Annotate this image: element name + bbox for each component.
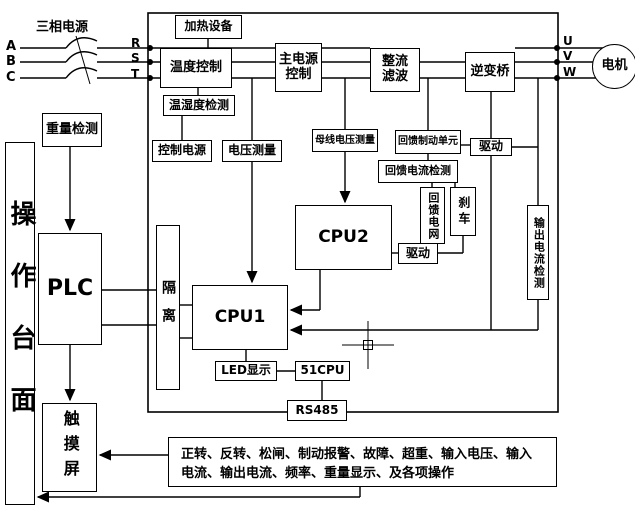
enclosure-border — [147, 12, 559, 413]
block-rs485: RS485 — [287, 400, 347, 421]
block-main-power-control: 主电源控制 — [275, 43, 322, 92]
block-control-power: 控制电源 — [152, 140, 212, 162]
block-cpu1: CPU1 — [192, 285, 288, 350]
label-phase-v: V — [563, 49, 573, 63]
block-output-current-detect: 输出电流检测 — [527, 205, 549, 300]
block-inverter-bridge: 逆变桥 — [465, 52, 515, 92]
status-text-line1: 正转、反转、松闸、制动报警、故障、超重、输入电压、输入 — [181, 447, 533, 462]
block-rectifier-filter: 整流滤波 — [370, 48, 420, 92]
block-feedback-current-detect: 回馈电流检测 — [378, 160, 458, 183]
block-bus-voltage-measure: 母线电压测量 — [312, 129, 378, 152]
block-regen-brake-unit: 回馈制动单元 — [395, 130, 461, 154]
flow-arrows — [36, 147, 538, 503]
motor-symbol: 电机 — [592, 44, 635, 89]
block-touchscreen: 触摸屏 — [42, 403, 97, 492]
three-phase-supply-label: 三相电源 — [36, 20, 89, 35]
block-cpu2: CPU2 — [295, 205, 392, 270]
block-51cpu: 51CPU — [295, 361, 350, 381]
label-phase-s: S — [131, 51, 140, 65]
connection-node-dots — [147, 45, 560, 81]
label-phase-w: W — [563, 65, 577, 79]
breaker-switch-symbol — [65, 35, 98, 85]
block-isolation: 隔离 — [156, 225, 180, 390]
block-heating-device: 加热设备 — [175, 15, 242, 39]
block-feedback-grid: 回馈电网 — [420, 187, 445, 244]
label-phase-b: B — [6, 54, 16, 69]
block-drive-top: 驱动 — [470, 138, 512, 156]
signal-lines — [100, 39, 539, 497]
block-led-display: LED显示 — [215, 361, 277, 381]
block-drive-lower: 驱动 — [398, 243, 438, 264]
block-temperature-control: 温度控制 — [160, 48, 232, 88]
block-plc: PLC — [38, 233, 102, 345]
label-phase-u: U — [563, 34, 573, 48]
block-weight-detect: 重量检测 — [42, 113, 102, 147]
block-operation-console: 操作台面 — [5, 142, 36, 505]
label-phase-t: T — [131, 67, 140, 81]
drawing-cursor-crosshair — [342, 321, 394, 369]
status-description-box: 正转、反转、松闸、制动报警、故障、超重、输入电压、输入 电流、输出电流、频率、重… — [168, 437, 557, 487]
block-voltage-measure: 电压测量 — [222, 140, 282, 162]
block-brake: 刹车 — [450, 187, 476, 236]
label-phase-a: A — [6, 39, 17, 54]
label-phase-r: R — [131, 36, 141, 50]
status-text-line2: 电流、输出电流、频率、重量显示、及各项操作 — [181, 466, 455, 481]
label-phase-c: C — [6, 70, 16, 85]
block-temp-humidity-detect: 温湿度检测 — [163, 95, 235, 116]
